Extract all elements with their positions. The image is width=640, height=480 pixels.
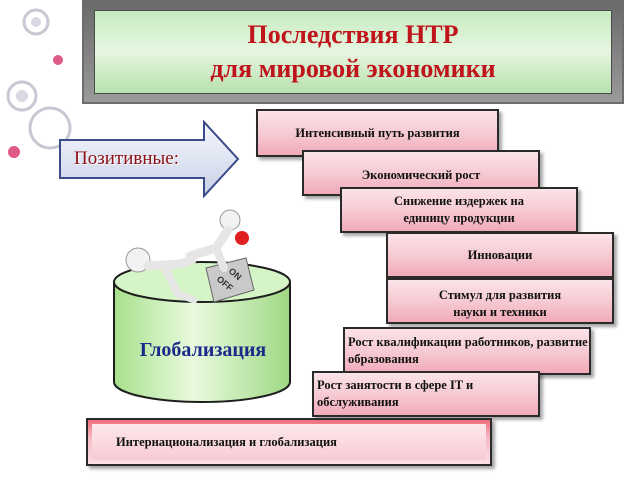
- bottom-box-inner: Интернационализация и глобализация: [92, 424, 486, 460]
- positive-arrow: [59, 120, 240, 198]
- consequence-box-1: Интенсивный путь развития: [256, 109, 499, 157]
- consequence-text-5: Стимул для развития науки и техники: [438, 288, 562, 319]
- consequence-box-7: Рост занятости в сфере IT и обслуживания: [312, 371, 540, 417]
- consequence-text-4: Инновации: [467, 247, 533, 262]
- consequence-text-6: Рост квалификации работников, развитие о…: [348, 335, 588, 366]
- title-banner: Последствия НТР для мировой экономики: [82, 0, 624, 104]
- globalization-label: Глобализация: [139, 339, 267, 361]
- title-line-1: Последствия НТР: [247, 20, 459, 49]
- consequence-box-5: Стимул для развития науки и техники: [386, 278, 614, 324]
- consequence-text-3: Снижение издержек на единицу продукции: [393, 194, 524, 225]
- consequence-text-7: Рост занятости в сфере IT и обслуживания: [317, 378, 474, 409]
- consequence-box-3: Снижение издержек на единицу продукции: [340, 187, 578, 233]
- title-inner-panel: Последствия НТР для мировой экономики: [94, 10, 612, 94]
- positive-label: Позитивные:: [74, 148, 179, 169]
- consequence-text-1: Интенсивный путь развития: [295, 125, 460, 140]
- figure-switch-icon: ON OFF: [125, 209, 255, 304]
- title-line-2: для мировой экономики: [210, 54, 496, 83]
- consequence-box-4: Инновации: [386, 232, 614, 278]
- bottom-box-text: Интернационализация и глобализация: [116, 434, 337, 449]
- consequence-text-2: Экономический рост: [361, 167, 481, 182]
- bottom-box: Интернационализация и глобализация: [86, 418, 492, 466]
- decorative-circles: [6, 8, 72, 158]
- consequence-box-6: Рост квалификации работников, развитие о…: [343, 327, 591, 375]
